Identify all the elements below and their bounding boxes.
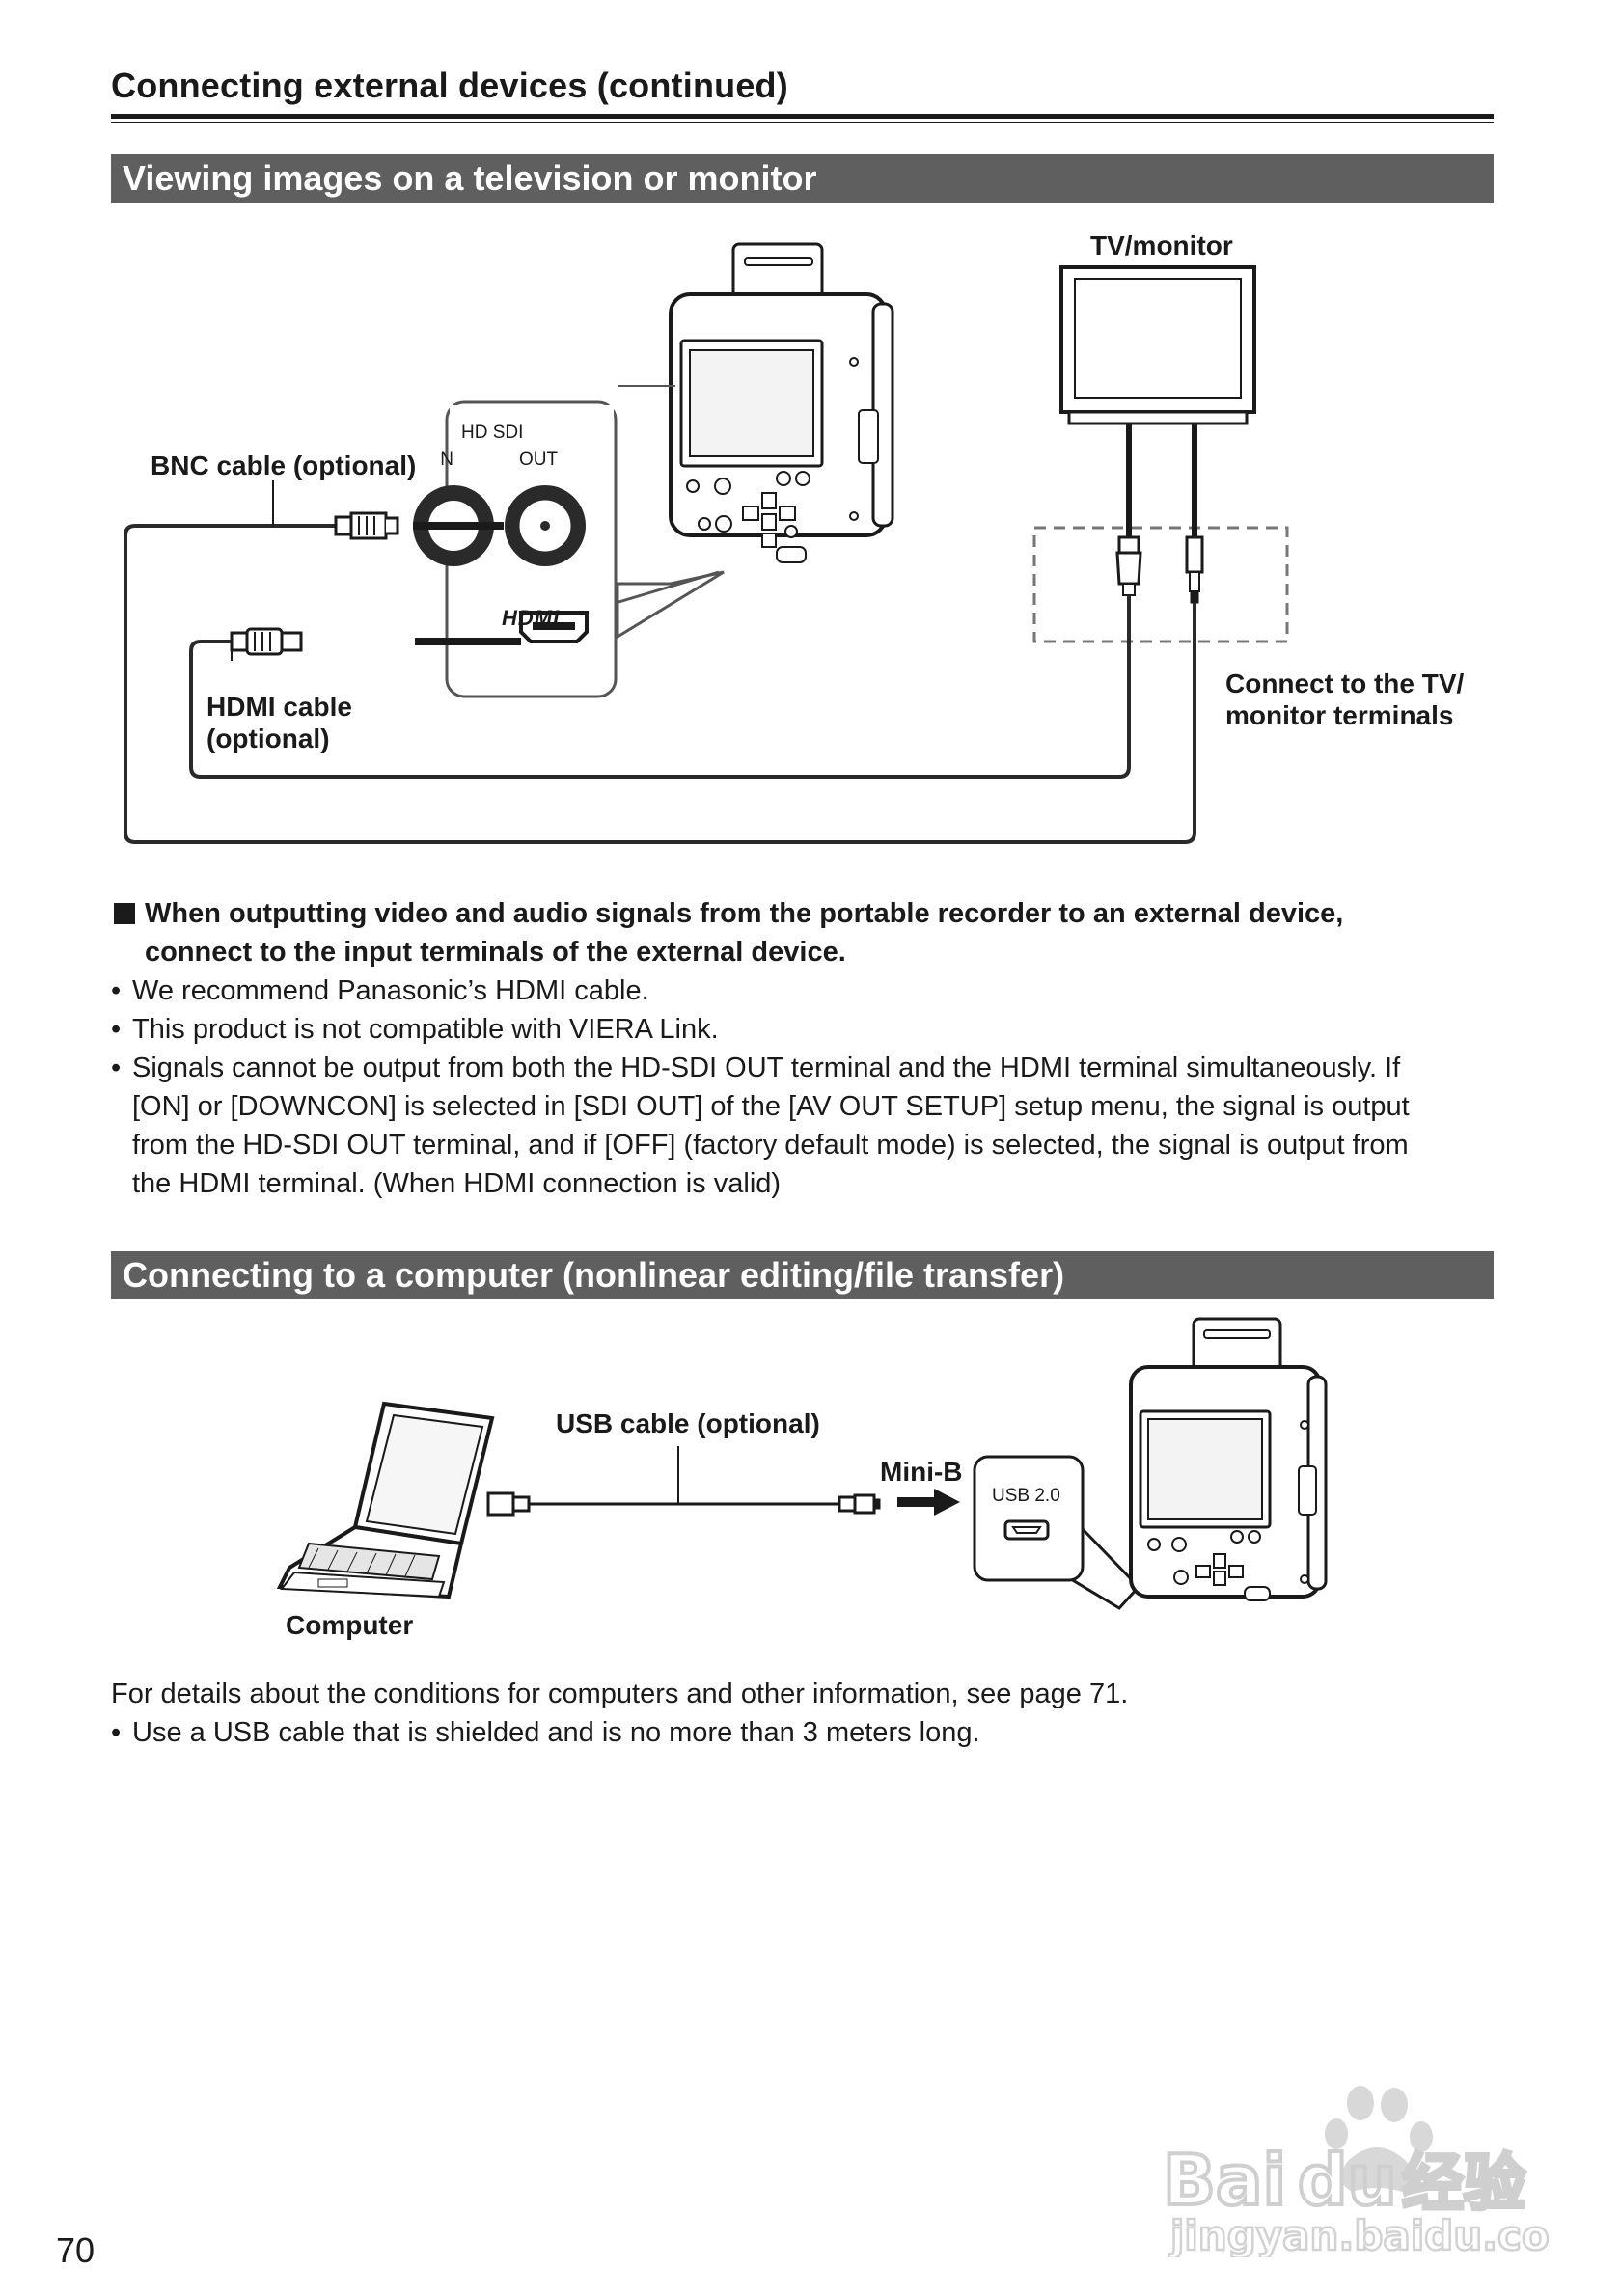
svg-text:Bai: Bai	[1163, 2140, 1286, 2221]
bullet-dot: •	[111, 1052, 122, 1083]
laptop-illustration	[276, 1401, 495, 1599]
note-heading: When outputting video and audio signals …	[145, 898, 1344, 929]
tv-connection-diagram	[124, 242, 1289, 844]
svg-text:du: du	[1298, 2140, 1397, 2221]
bullet-text-line: Signals cannot be output from both the H…	[132, 1052, 1401, 1083]
tv-bnc-plug	[1185, 535, 1204, 604]
connect-tv-label: Connect to the TV/	[1225, 669, 1465, 698]
cable-loops	[124, 524, 1196, 844]
computer-label: Computer	[286, 1610, 414, 1640]
computer-connection-diagram	[276, 1317, 1328, 1610]
terminal-panel	[413, 405, 614, 643]
in-label: IN	[440, 450, 453, 470]
hdmi-logo: HDMI	[502, 606, 561, 630]
bullet-text: Use a USB cable that is shielded and is …	[132, 1717, 980, 1748]
title-rule	[111, 114, 1494, 119]
hdmi-cable-label-optional: (optional)	[206, 724, 330, 753]
title-rule-thin	[111, 122, 1494, 123]
hdmi-cable-plug	[230, 627, 303, 656]
mini-b-label: Mini-B	[880, 1457, 963, 1487]
bullet-item: • Use a USB cable that is shielded and i…	[111, 1713, 1500, 1752]
bullet-dot: •	[111, 1717, 122, 1748]
bullet-text-line: from the HD-SDI OUT terminal, and if [OF…	[132, 1130, 1409, 1161]
tv-monitor-illustration	[1059, 265, 1256, 425]
tv-terminals-box	[1032, 526, 1289, 643]
connect-tv-label-line2: monitor terminals	[1225, 700, 1454, 730]
bullet-text-line: [ON] or [DOWNCON] is selected in [SDI OU…	[132, 1091, 1410, 1122]
bullet-item: • This product is not compatible with VI…	[111, 1010, 1500, 1049]
bnc-cable-plug	[334, 511, 399, 540]
tv-monitor-label: TV/monitor	[1090, 231, 1233, 260]
hd-sdi-label: HD SDI	[461, 423, 524, 443]
bullet-dot: •	[111, 1014, 122, 1045]
section-heading-tv: Viewing images on a television or monito…	[111, 154, 1494, 203]
svg-text:经验: 经验	[1402, 2148, 1525, 2220]
bullet-dot: •	[111, 975, 122, 1006]
bullet-item: • We recommend Panasonic’s HDMI cable.	[111, 971, 1500, 1010]
usb-cable-label: USB cable (optional)	[556, 1408, 820, 1438]
tv-hdmi-plug	[1115, 535, 1142, 596]
page-number: 70	[56, 2230, 96, 2270]
bullet-text-line: the HDMI terminal. (When HDMI connection…	[132, 1168, 782, 1199]
page-title: Connecting external devices (continued)	[111, 66, 788, 105]
usb-cable	[486, 1491, 881, 1517]
note-heading-line2: connect to the input terminals of the ex…	[145, 937, 846, 968]
section-heading-computer: Connecting to a computer (nonlinear edit…	[111, 1251, 1494, 1299]
bullet-item: • Signals cannot be output from both the…	[111, 1049, 1500, 1203]
computer-details-text: For details about the conditions for com…	[111, 1679, 1129, 1709]
hdmi-cable-label: HDMI cable	[206, 692, 352, 722]
usb-port-callout	[973, 1455, 1141, 1610]
note-square-icon	[114, 903, 135, 924]
recorder-device-illustration	[669, 242, 894, 563]
recorder-device-illustration	[1129, 1317, 1328, 1601]
out-label: OUT	[519, 450, 559, 470]
tv-cables	[1126, 424, 1197, 537]
arrow-right-icon	[897, 1489, 960, 1516]
svg-text:jingyan.baidu.com: jingyan.baidu.com	[1168, 2212, 1549, 2257]
bullet-text: This product is not compatible with VIER…	[132, 1014, 719, 1045]
baidu-watermark-logo: Bai du 经验 jingyan.baidu.com	[1163, 2086, 1549, 2257]
bnc-cable-label: BNC cable (optional)	[151, 451, 417, 480]
bullet-text: We recommend Panasonic’s HDMI cable.	[132, 975, 649, 1006]
usb-port-label: USB 2.0	[992, 1486, 1060, 1506]
